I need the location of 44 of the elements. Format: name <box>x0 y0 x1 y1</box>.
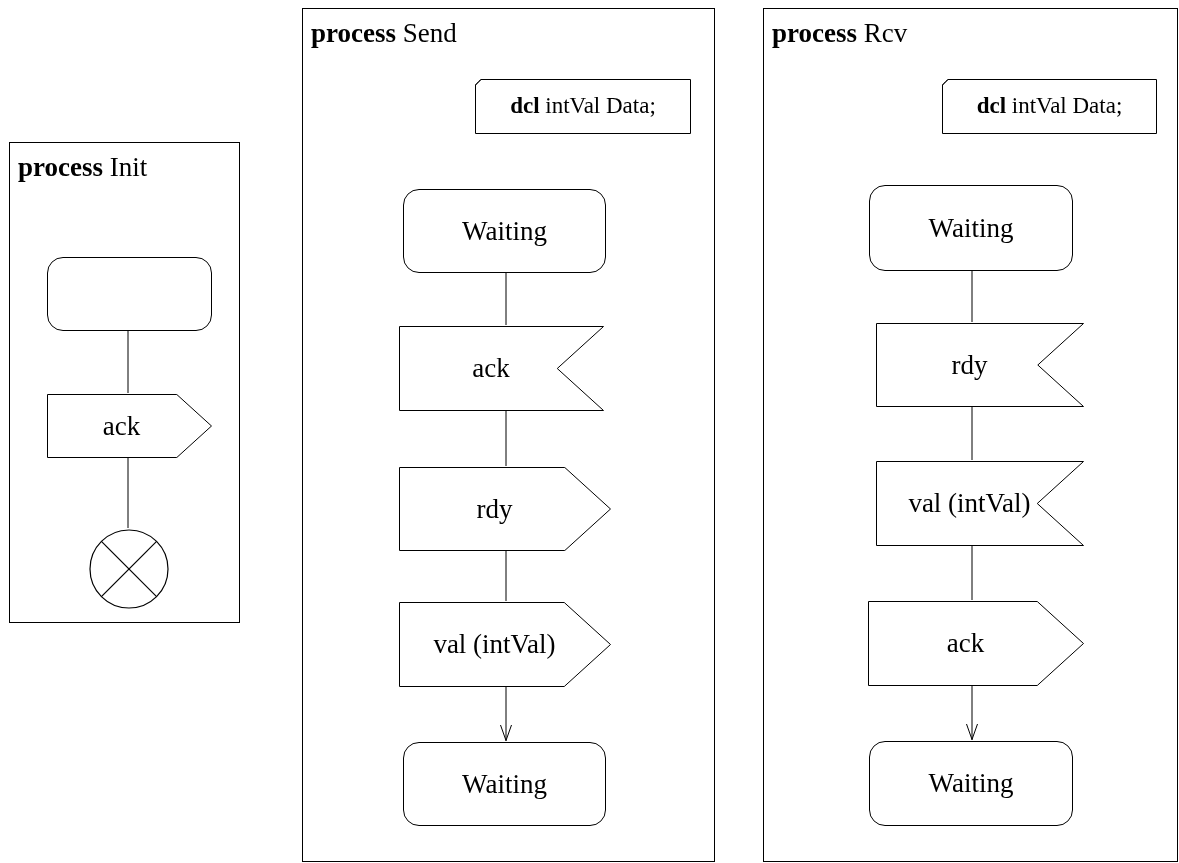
connector-line <box>505 271 507 326</box>
declaration-text: dcl intVal Data; <box>510 92 656 121</box>
declaration-note <box>475 79 691 134</box>
connector-line <box>971 405 973 461</box>
output-signal-shape <box>399 467 611 551</box>
signal-label: rdy <box>951 348 988 382</box>
input-signal-shape <box>399 326 604 411</box>
state-label: Waiting <box>928 767 1014 801</box>
process-frame <box>9 142 240 623</box>
connector-line <box>127 329 129 394</box>
arrow <box>966 684 978 741</box>
process-title: process Init <box>18 151 148 184</box>
process-frame <box>302 8 715 862</box>
process-title: process Send <box>311 17 457 50</box>
state-box <box>869 741 1073 826</box>
state-label: Waiting <box>928 211 1014 245</box>
process-title: process Rcv <box>772 17 908 50</box>
state-box <box>403 742 606 826</box>
state-box <box>403 189 606 273</box>
signal-label: val (intVal) <box>908 487 1031 521</box>
connector-line <box>127 456 129 529</box>
arrow <box>500 685 512 742</box>
state-label: Waiting <box>462 214 547 248</box>
process-frame <box>763 8 1178 862</box>
declaration-text: dcl intVal Data; <box>976 92 1123 121</box>
output-signal-shape <box>399 602 611 687</box>
signal-label: ack <box>946 627 985 661</box>
connector-line <box>971 544 973 601</box>
state-box <box>47 257 212 331</box>
output-signal-shape <box>47 394 212 458</box>
signal-label: val (intVal) <box>433 628 556 662</box>
input-signal-shape <box>876 461 1084 546</box>
input-signal-shape <box>876 323 1084 407</box>
output-signal-shape <box>868 601 1084 686</box>
signal-label: ack <box>472 352 510 386</box>
state-label: Waiting <box>462 767 547 801</box>
stop-symbol <box>89 529 169 609</box>
signal-label: ack <box>102 409 141 443</box>
connector-line <box>505 409 507 467</box>
signal-label: rdy <box>476 492 513 526</box>
state-box <box>869 185 1073 271</box>
declaration-note <box>942 79 1157 134</box>
connector-line <box>505 549 507 602</box>
connector-line <box>971 269 973 323</box>
